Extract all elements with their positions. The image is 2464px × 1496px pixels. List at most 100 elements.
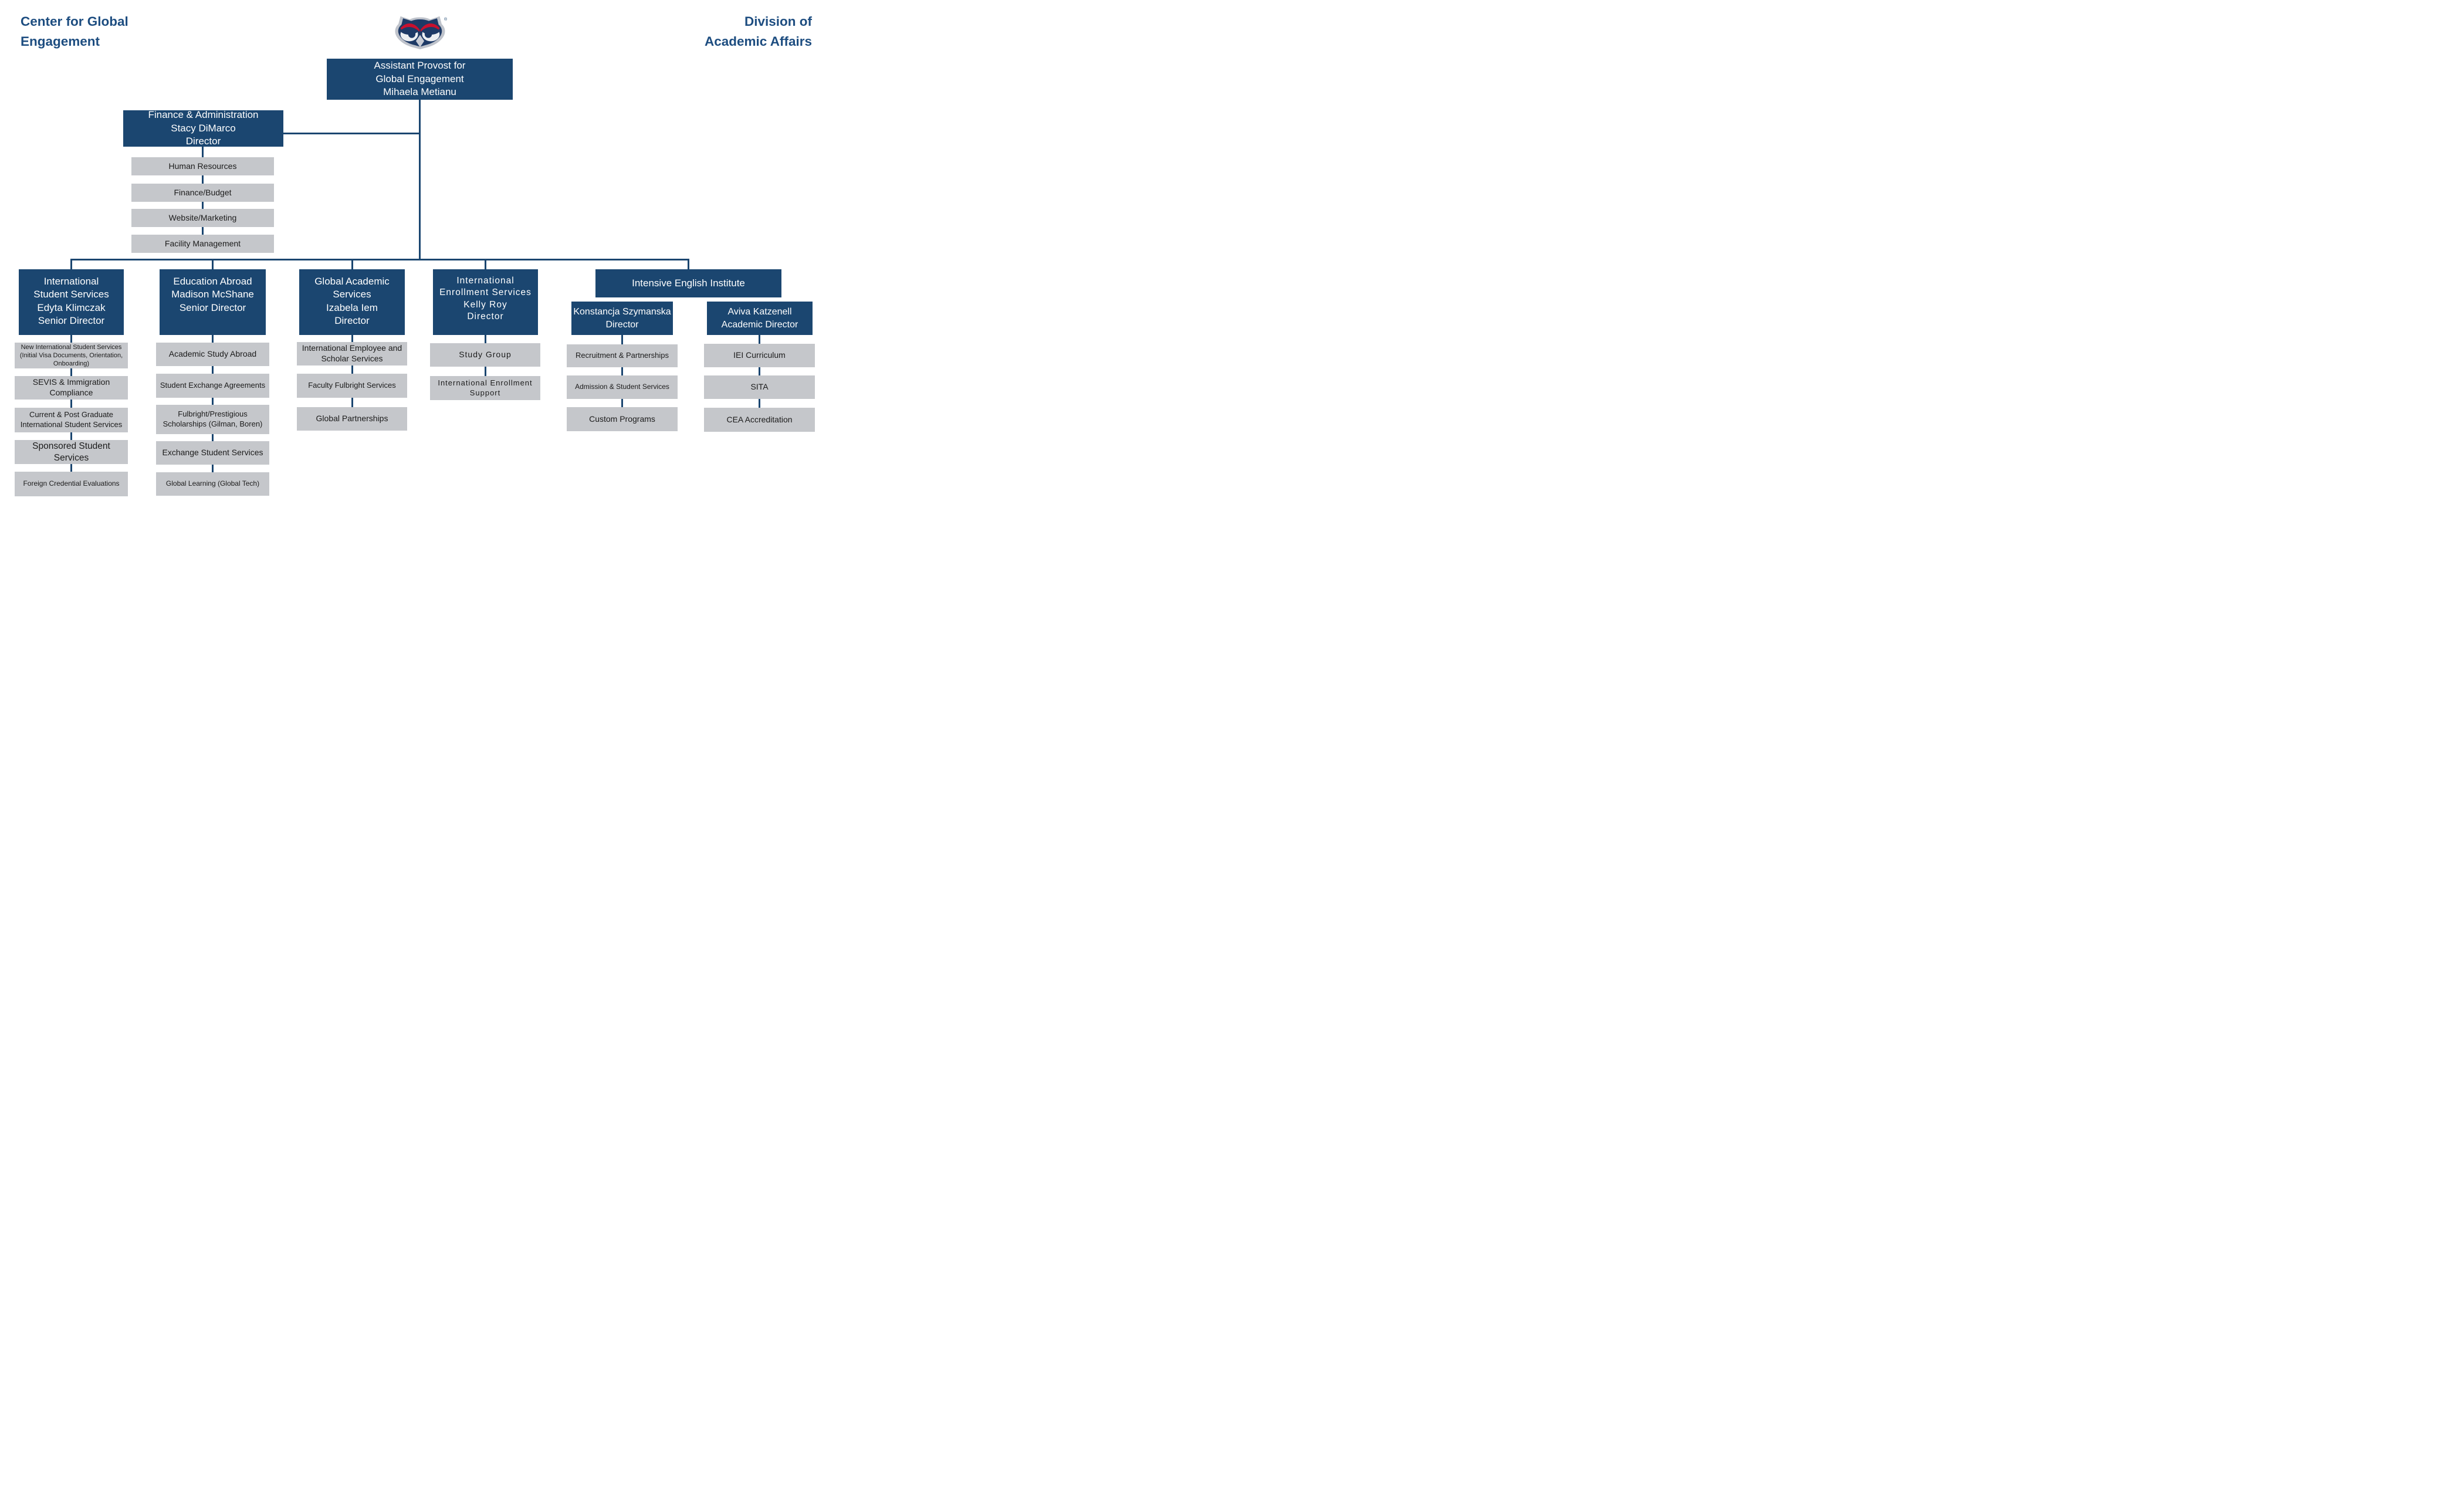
title-left-line2: Engagement [21,33,100,49]
box-sponsored-student-services: Sponsored Student Services [15,440,128,464]
connector-line [621,367,623,375]
assistant-provost-name: Mihaela Metianu [383,86,456,98]
finance-role: Director [185,136,221,147]
label: Academic Study Abroad [168,349,257,359]
finance-title: Finance & Administration [148,109,259,121]
line: Edyta Klimczak [37,302,106,313]
label: Fulbright/Prestigious Scholarships (Gilm… [163,409,263,428]
finance-name: Stacy DiMarco [171,122,236,134]
connector-line [70,335,72,343]
box-custom-programs: Custom Programs [567,407,678,431]
box-konstancja-szymanska: Konstancja Szymanska Director [571,302,673,335]
box-global-academic-services: Global Academic Services Izabela Iem Dir… [299,269,405,335]
box-website-marketing: Website/Marketing [131,209,274,227]
label: CEA Accreditation [726,414,793,424]
label: Faculty Fulbright Services [308,381,396,390]
box-fulbright-prestigious-scholarships: Fulbright/Prestigious Scholarships (Gilm… [156,405,269,434]
connector-line [70,368,72,376]
box-admission-student-services: Admission & Student Services [567,375,678,399]
connector-line [212,398,214,405]
connector-line [202,227,204,235]
line: Global Academic [314,276,390,287]
box-human-resources: Human Resources [131,157,274,175]
page-title-right: Division of Academic Affairs [705,12,812,52]
connector-line [351,365,353,374]
connector-line [759,367,760,375]
label: Sponsored Student Services [32,441,110,463]
line: Director [334,315,370,327]
box-international-enrollment-services: International Enrollment Services Kelly … [433,269,538,335]
label: Global Partnerships [316,414,388,424]
box-student-exchange-agreements: Student Exchange Agreements [156,374,269,398]
connector-line [419,100,421,259]
label: SEVIS & Immigration Compliance [32,377,110,397]
connector-line [70,400,72,408]
title-right-line2: Academic Affairs [705,33,812,49]
label: Website/Marketing [168,212,237,222]
connector-line [485,335,486,343]
box-exchange-student-services: Exchange Student Services [156,441,269,465]
line: Madison McShane [171,289,254,300]
box-study-group: Study Group [430,343,540,367]
label: International Enrollment Support [438,378,533,397]
label: Custom Programs [589,414,655,424]
connector-line [283,133,421,134]
connector-line [351,259,353,269]
connector-line [759,399,760,408]
box-sita: SITA [704,375,815,399]
box-foreign-credential-evaluations: Foreign Credential Evaluations [15,472,128,496]
label: Recruitment & Partnerships [576,351,669,360]
label: New International Student Services (Init… [19,343,123,368]
label: Human Resources [168,161,237,171]
title-right-line1: Division of [744,14,812,29]
line: Services [333,289,371,300]
connector-line [212,259,214,269]
line: Senior Director [179,302,246,313]
label: Exchange Student Services [162,448,263,458]
connector-line [212,366,214,374]
box-facility-management: Facility Management [131,235,274,253]
box-aviva-katzenell: Aviva Katzenell Academic Director [707,302,813,335]
line: Director [605,319,639,330]
line: Senior Director [38,315,105,327]
connector-line [70,259,72,269]
connector-line [351,335,353,342]
box-international-employee-scholar-services: International Employee and Scholar Servi… [297,342,407,365]
box-global-learning: Global Learning (Global Tech) [156,472,269,496]
box-recruitment-partnerships: Recruitment & Partnerships [567,344,678,367]
box-finance-administration: Finance & Administration Stacy DiMarco D… [123,109,283,147]
label: Foreign Credential Evaluations [23,479,120,488]
box-intensive-english-institute: Intensive English Institute [595,269,781,297]
connector-line [485,367,486,376]
connector-line [202,175,204,184]
connector-line [621,399,623,407]
label: Student Exchange Agreements [160,381,266,390]
connector-line [70,432,72,440]
label: Global Learning (Global Tech) [165,479,260,488]
box-current-post-graduate: Current & Post Graduate International St… [15,408,128,432]
box-assistant-provost: Assistant Provost for Global Engagement … [327,59,513,100]
title-left-line1: Center for Global [21,14,128,29]
box-sevis-immigration-compliance: SEVIS & Immigration Compliance [15,376,128,400]
connector-line [212,465,214,472]
label: Facility Management [164,238,241,248]
label: SITA [750,382,769,392]
owl-icon [395,16,445,49]
trademark-symbol: ® [444,18,448,22]
label: IEI Curriculum [733,350,786,360]
label: Study Group [459,350,512,360]
connector-line [202,202,204,209]
box-global-partnerships: Global Partnerships [297,407,407,431]
label: Finance/Budget [174,187,232,197]
box-international-student-services: International Student Services Edyta Kli… [19,269,124,335]
label: Admission & Student Services [575,383,669,391]
connector-line [351,398,353,407]
connector-line [621,335,623,344]
connector-line [70,464,72,472]
connector-line [212,335,214,343]
line: International [456,276,515,286]
box-academic-study-abroad: Academic Study Abroad [156,343,269,366]
line: Enrollment Services [439,287,532,298]
connector-line [71,259,689,260]
box-iei-curriculum: IEI Curriculum [704,344,815,367]
